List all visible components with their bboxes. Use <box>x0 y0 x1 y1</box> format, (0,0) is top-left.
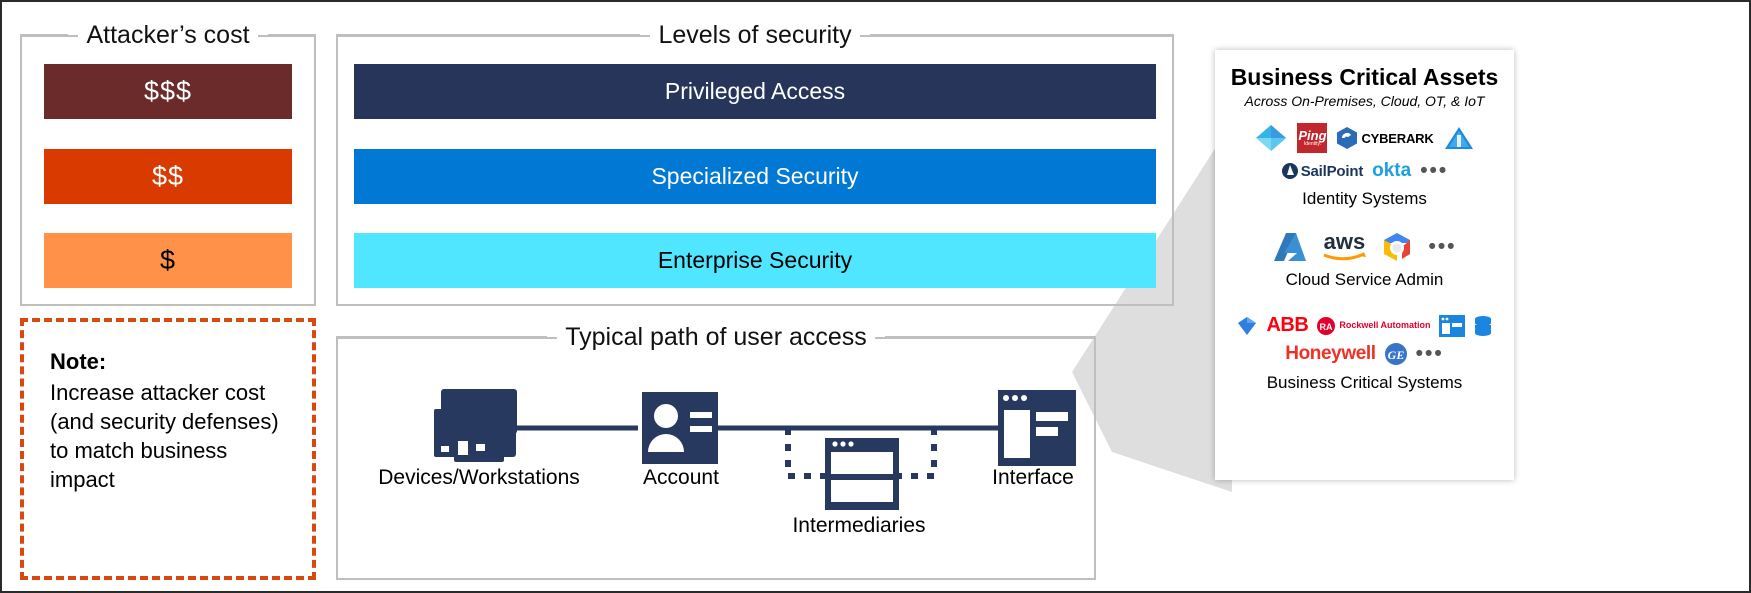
note-callout: Note: Increase attacker cost (and securi… <box>20 318 316 580</box>
asset-group-label-identity-systems: Identity Systems <box>1302 189 1427 208</box>
legend-line-right <box>884 336 1097 338</box>
more-ellipsis-icon-identity[interactable]: ••• <box>1420 158 1449 182</box>
legend-line-left <box>336 34 641 36</box>
server-icon <box>825 438 899 510</box>
attackers-cost-panel: Attacker’s cost $$$ $$ $ <box>20 18 316 306</box>
ge-logo[interactable]: GE <box>1384 342 1408 366</box>
asset-group-cloud-service-admin: aws ••• Cloud Ser <box>1215 228 1514 290</box>
sailpoint-wordmark: SailPoint <box>1300 162 1364 180</box>
honeywell-logo[interactable]: Honeywell <box>1285 343 1376 365</box>
levels-of-security-legend: Levels of security <box>336 18 1175 52</box>
note-body: Increase attacker cost (and security def… <box>50 379 279 492</box>
account-badge-icon <box>642 392 718 464</box>
aws-logo[interactable]: aws <box>1322 228 1367 263</box>
aws-smile-arrow <box>1323 252 1367 261</box>
node-label-intermediaries: Intermediaries <box>792 514 926 537</box>
node-label-interface: Interface <box>992 466 1074 489</box>
more-ellipsis-icon-cloud[interactable]: ••• <box>1428 234 1457 258</box>
honeywell-wordmark: Honeywell <box>1285 343 1376 364</box>
typical-path-title: Typical path of user access <box>557 324 875 350</box>
browser-window-icon <box>998 390 1076 466</box>
legend-line-left <box>20 34 69 36</box>
rockwell-automation-logo[interactable]: RA Rockwell Automation <box>1316 316 1431 336</box>
levels-of-security-panel: Levels of security Privileged Access Spe… <box>336 18 1175 306</box>
node-label-account: Account <box>643 466 719 489</box>
azure-logo[interactable] <box>1272 231 1308 263</box>
typical-path-panel: Typical path of user access <box>336 320 1097 580</box>
ping-identity-logo[interactable]: Ping Identity. <box>1297 123 1328 153</box>
cloud-service-admin-logos: aws ••• <box>1215 228 1514 263</box>
levels-of-security-title: Levels of security <box>650 22 860 48</box>
note-heading: Note: <box>50 349 107 374</box>
workstation-icon <box>434 389 517 462</box>
cost-bar-medium[interactable]: $$ <box>44 148 292 204</box>
more-ellipsis-icon-systems[interactable]: ••• <box>1415 341 1444 365</box>
sap-logo[interactable] <box>1236 316 1258 336</box>
assets-card-title: Business Critical Assets <box>1230 64 1499 90</box>
node-label-devices: Devices/Workstations <box>378 466 580 489</box>
svg-text:RA: RA <box>1320 322 1333 332</box>
assets-card-subtitle: Across On-Premises, Cloud, OT, & IoT <box>1244 93 1485 109</box>
attacker-cost-bars: $$$ $$ $ <box>44 64 292 288</box>
cyberark-wordmark: CYBERARK <box>1361 130 1434 146</box>
level-bar-privileged-access[interactable]: Privileged Access <box>354 64 1156 119</box>
app-window-logo[interactable] <box>1438 314 1465 337</box>
abb-logo[interactable]: ABB <box>1266 314 1308 337</box>
level-bar-specialized-security[interactable]: Specialized Security <box>354 148 1156 204</box>
azure-ad-logo[interactable] <box>1254 123 1288 153</box>
asset-group-identity-systems: Ping Identity. CYBERARK <box>1215 123 1514 209</box>
cost-bar-low[interactable]: $ <box>44 233 292 288</box>
level-bar-enterprise-security[interactable]: Enterprise Security <box>354 233 1156 288</box>
typical-path-flow: Devices/Workstations Account Intermediar… <box>336 354 1096 580</box>
sailpoint-logo[interactable]: SailPoint <box>1281 162 1363 180</box>
attackers-cost-legend: Attacker’s cost <box>20 18 316 52</box>
legend-line-left <box>336 336 548 338</box>
svg-text:GE: GE <box>1387 348 1404 362</box>
aws-iam-logo[interactable] <box>1443 125 1475 151</box>
identity-systems-logos: Ping Identity. CYBERARK <box>1215 123 1514 182</box>
path-flow-graphic <box>434 389 1076 510</box>
typical-path-legend: Typical path of user access <box>336 320 1097 354</box>
okta-wordmark: okta <box>1372 160 1412 181</box>
database-logo[interactable] <box>1473 315 1493 337</box>
funnel-connector <box>1072 122 1232 492</box>
business-critical-systems-logos: ABB RA Rockwell Automation <box>1215 314 1514 366</box>
intermediaries-bracket <box>785 428 937 479</box>
okta-logo[interactable]: okta <box>1372 160 1411 182</box>
security-level-bars: Privileged Access Specialized Security E… <box>354 64 1156 288</box>
asset-group-business-critical-systems: ABB RA Rockwell Automation <box>1215 314 1514 393</box>
business-critical-assets-card: Business Critical Assets Across On-Premi… <box>1215 50 1514 480</box>
ping-identity-wordmark: Ping <box>1298 128 1327 143</box>
google-cloud-logo[interactable] <box>1380 231 1414 263</box>
cost-bar-high[interactable]: $$$ <box>44 64 292 119</box>
asset-group-label-business-critical-systems: Business Critical Systems <box>1266 373 1463 392</box>
legend-line-right <box>267 34 316 36</box>
rockwell-wordmark: Rockwell Automation <box>1339 320 1431 330</box>
abb-wordmark: ABB <box>1266 314 1309 336</box>
legend-line-right <box>869 34 1175 36</box>
cyberark-logo[interactable]: CYBERARK <box>1336 126 1434 150</box>
aws-wordmark: aws <box>1323 228 1366 254</box>
attackers-cost-title: Attacker’s cost <box>78 22 258 48</box>
asset-group-label-cloud-service-admin: Cloud Service Admin <box>1285 270 1444 289</box>
